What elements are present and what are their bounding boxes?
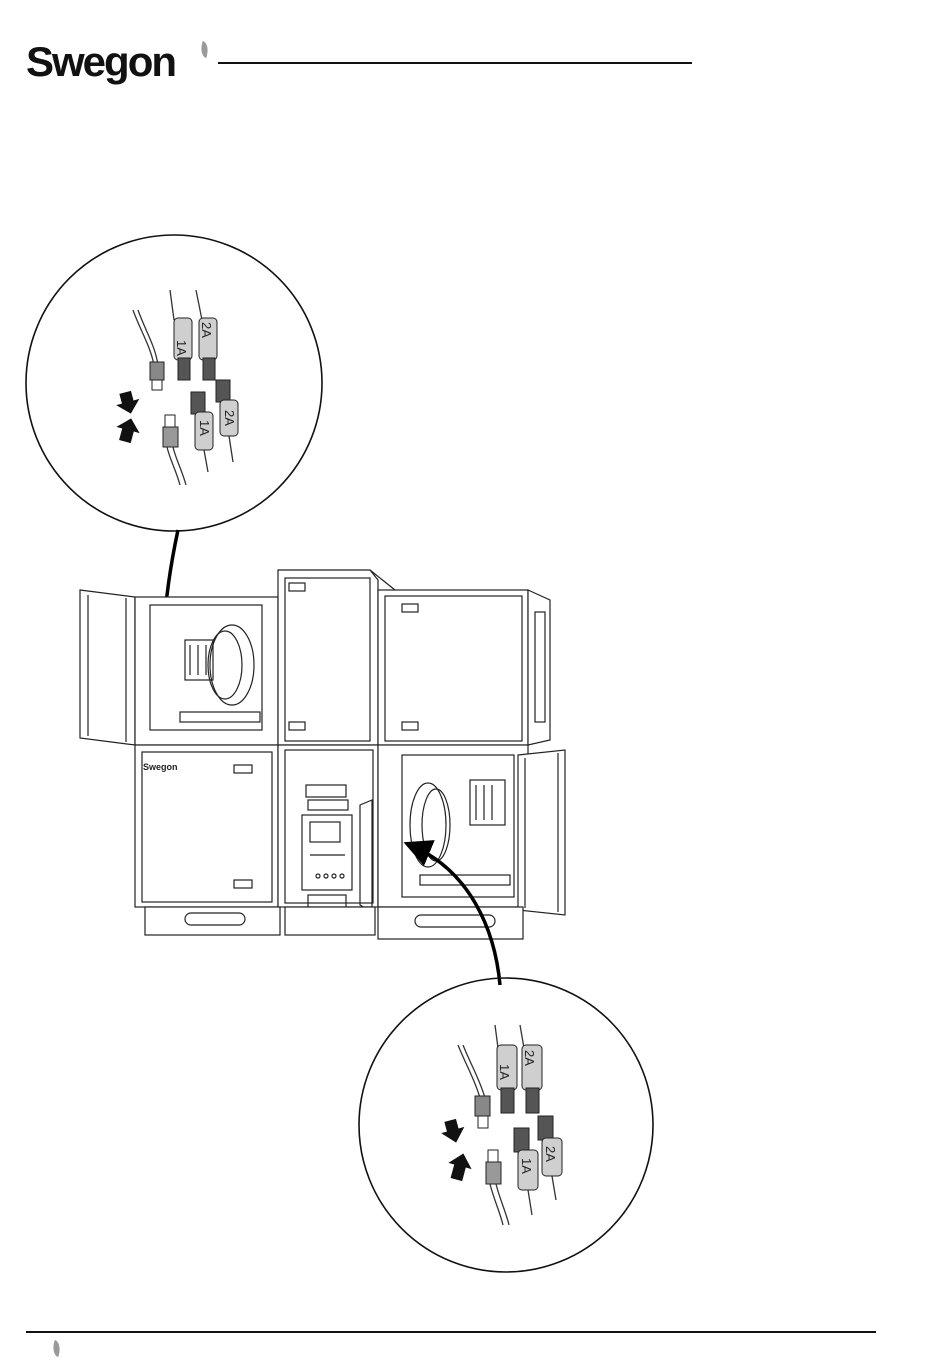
label-2a-lower: 2A	[222, 410, 237, 426]
unit-brand-plate: Swegon	[143, 762, 178, 772]
arrow-down-icon	[439, 1117, 468, 1145]
footer-rule	[26, 1331, 876, 1333]
label-2a-lower: 2A	[543, 1146, 558, 1162]
connector-detail-top: 1A 2A 1A 2A	[26, 235, 322, 531]
label-1a-upper: 1A	[497, 1064, 512, 1080]
connector-detail-bottom: 1A 2A 1A 2A	[359, 978, 653, 1272]
label-1a-upper: 1A	[174, 340, 189, 356]
air-handling-unit	[80, 570, 565, 939]
detail-circle-bottom	[359, 978, 653, 1272]
arrow-up-icon	[445, 1150, 475, 1182]
arrow-down-icon	[114, 389, 143, 416]
label-1a-lower: 1A	[197, 420, 212, 436]
label-2a-upper: 2A	[199, 322, 214, 338]
label-2a-upper: 2A	[522, 1050, 537, 1066]
detail-circle-top	[26, 235, 322, 531]
label-1a-lower: 1A	[519, 1158, 534, 1174]
arrow-up-icon	[113, 415, 142, 444]
